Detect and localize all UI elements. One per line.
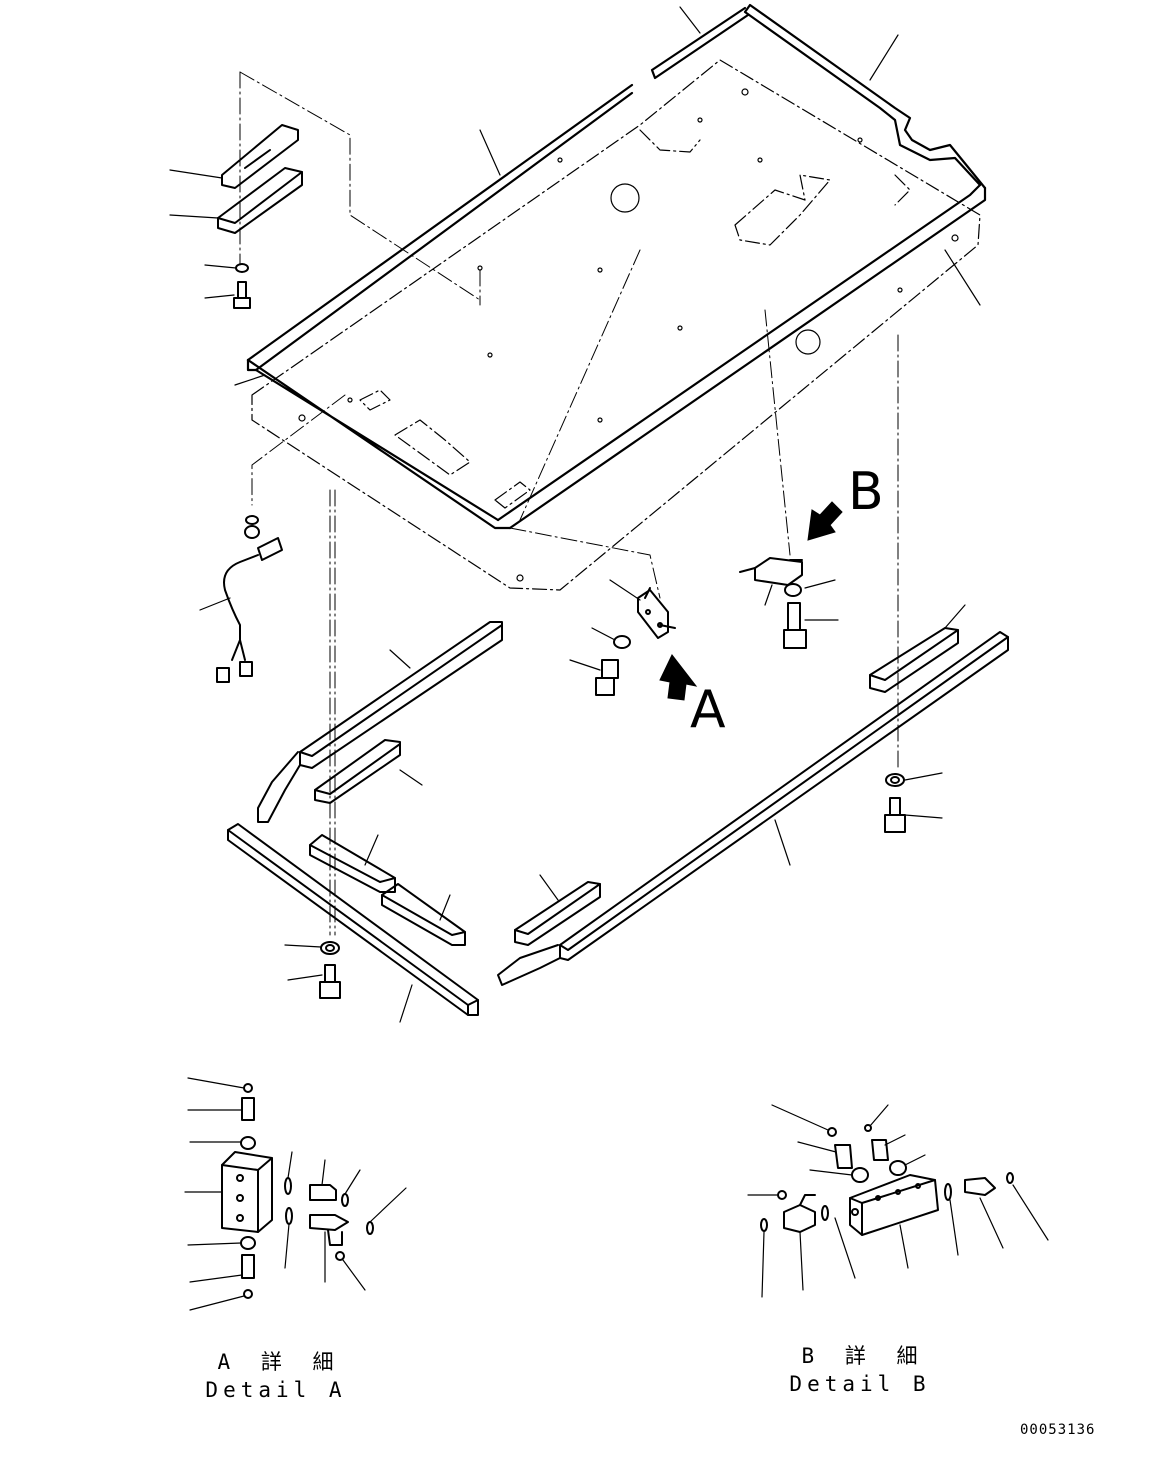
detail-b-title-en: Detail B	[789, 1372, 931, 1396]
grease-block-b	[739, 557, 803, 606]
front-beam	[227, 823, 479, 1023]
detail-a-title-en: Detail A	[205, 1378, 347, 1402]
detail-b-drawing	[747, 1104, 1049, 1298]
nut-top	[204, 263, 249, 273]
detail-a-drawing	[184, 1077, 407, 1311]
detail-b-title-jp: B 詳 細	[801, 1344, 927, 1368]
pad-right-front	[514, 874, 601, 946]
washer-front	[284, 941, 340, 955]
view-arrow-a-icon	[659, 654, 698, 701]
wiring-harness	[199, 515, 283, 683]
washer-a	[591, 627, 631, 649]
bolt-b	[783, 602, 839, 649]
bolt-top	[204, 281, 251, 309]
right-rail	[497, 631, 1009, 986]
pad-front-2	[381, 883, 466, 946]
plate-holes	[298, 88, 959, 582]
washer-b	[784, 579, 836, 597]
bolt-front	[287, 964, 341, 999]
left-rail	[257, 621, 503, 823]
floor-plate	[251, 59, 981, 591]
grease-block-a	[609, 579, 676, 639]
leader-lines	[234, 6, 981, 386]
bolt-a	[569, 659, 619, 696]
bolt-right	[884, 797, 943, 833]
pad-front-1	[309, 834, 396, 893]
pad-right-rear	[869, 604, 966, 693]
view-arrow-b-icon	[807, 501, 843, 541]
pad-top-2	[169, 167, 303, 234]
assembly-lines	[239, 71, 899, 936]
document-number: 00053136	[1020, 1422, 1096, 1438]
pad-left-mid	[314, 739, 423, 804]
pad-top-1	[169, 124, 299, 189]
washer-right	[885, 772, 943, 787]
callout-a-label: A	[690, 680, 726, 740]
frame-seal	[246, 3, 987, 530]
callout-b-label: B	[848, 462, 884, 522]
detail-a-title-jp: A 詳 細	[217, 1350, 343, 1374]
